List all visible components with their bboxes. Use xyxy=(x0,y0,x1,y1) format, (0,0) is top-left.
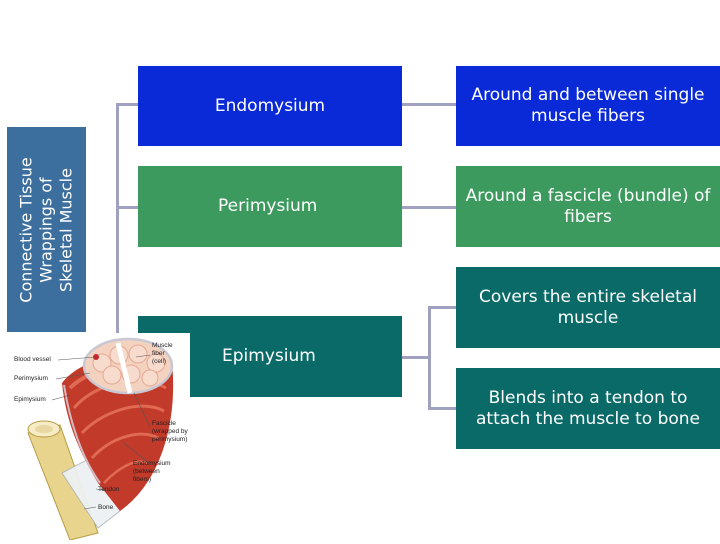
epimysium-description-2: Blends into a tendon to attach the muscl… xyxy=(475,387,700,429)
label-tendon: Tendon xyxy=(98,486,120,493)
connector-vertical xyxy=(116,103,119,353)
label-endomysium-1: Endomysium xyxy=(133,460,171,467)
perimysium-description: Around a fascicle (bundle) of fibers xyxy=(465,185,711,227)
muscle-illustration: Blood vessel Perimysium Epimysium Muscle… xyxy=(0,333,190,541)
endomysium-label: Endomysium xyxy=(214,95,326,116)
connector-endomysium xyxy=(116,103,138,106)
perimysium-box: Perimysium xyxy=(138,166,402,247)
label-fascicle-3: perimysium) xyxy=(152,436,188,443)
connector-epi-branch xyxy=(402,356,430,359)
epimysium-description-2-box: Blends into a tendon to attach the muscl… xyxy=(456,368,720,449)
muscle-cross-section-svg xyxy=(0,333,190,541)
connector-epi-desc1 xyxy=(428,306,456,309)
label-bone: Bone xyxy=(98,504,114,511)
connector-epi-split xyxy=(428,306,431,410)
connector-perimysium xyxy=(116,206,138,209)
label-muscle-fiber-3: (cell) xyxy=(152,358,167,365)
side-title-bar: Connective Tissue Wrappings of Skeletal … xyxy=(7,127,86,332)
endomysium-box: Endomysium xyxy=(138,66,402,146)
endomysium-description: Around and between single muscle fibers xyxy=(471,85,705,126)
label-muscle-fiber-1: Muscle xyxy=(152,342,173,349)
connector-epi-desc2 xyxy=(428,407,456,410)
connector-peri-desc xyxy=(402,206,456,209)
epimysium-description-1: Covers the entire skeletal muscle xyxy=(479,286,697,328)
label-fascicle-2: (wrapped by xyxy=(152,428,188,435)
endomysium-description-box: Around and between single muscle fibers xyxy=(456,66,720,146)
label-endomysium-2: (between xyxy=(133,468,160,475)
bone-shape xyxy=(27,420,99,541)
perimysium-label: Perimysium xyxy=(218,196,318,216)
perimysium-description-box: Around a fascicle (bundle) of fibers xyxy=(456,166,720,247)
side-title-line-3: Skeletal Muscle xyxy=(56,167,76,292)
side-title-line-1: Connective Tissue xyxy=(16,156,36,303)
side-title-line-2: Wrappings of xyxy=(36,176,56,283)
epimysium-label: Epimysium xyxy=(222,346,316,366)
connector-endo-desc xyxy=(402,103,456,106)
label-perimysium: Perimysium xyxy=(14,375,48,382)
label-fascicle-1: Fascicle xyxy=(152,420,176,427)
label-blood-vessel: Blood vessel xyxy=(14,356,51,363)
side-title: Connective Tissue Wrappings of Skeletal … xyxy=(17,157,77,302)
label-epimysium: Epimysium xyxy=(14,396,46,403)
cross-section xyxy=(82,337,174,395)
label-endomysium-3: fibers) xyxy=(133,476,152,483)
epimysium-description-1-box: Covers the entire skeletal muscle xyxy=(456,267,720,348)
label-muscle-fiber-2: fiber xyxy=(152,350,165,357)
